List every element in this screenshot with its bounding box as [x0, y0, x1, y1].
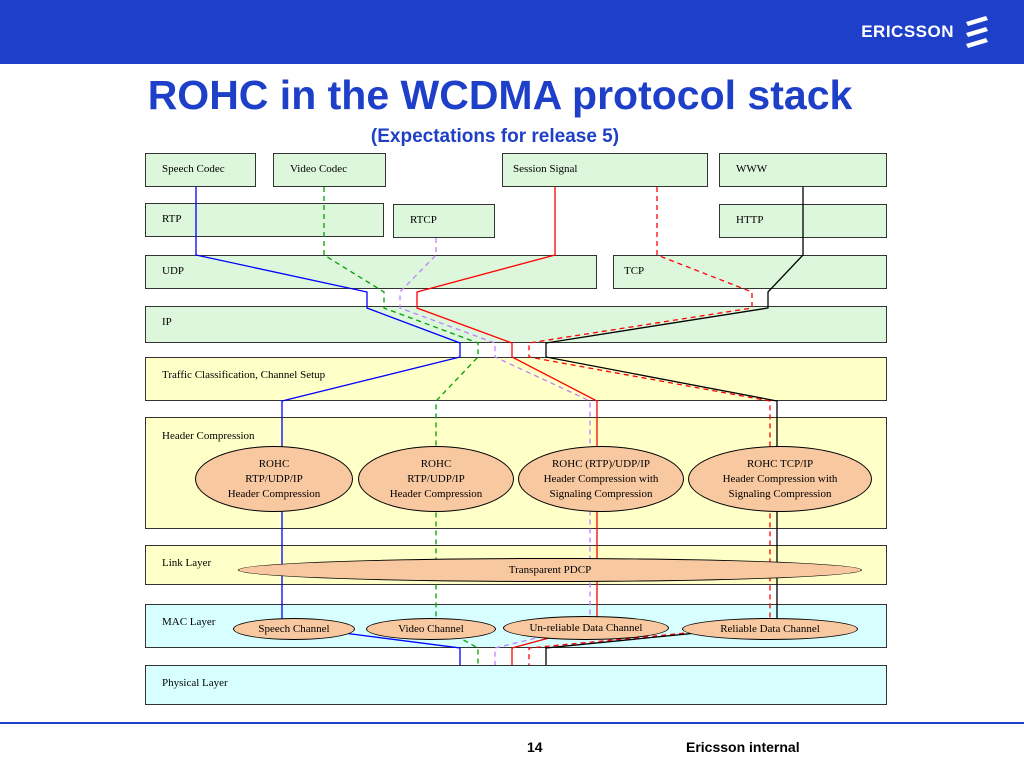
rohc-speech-line3: Header Compression [227, 487, 321, 500]
unreliable-data-channel-label: Un-reliable Data Channel [529, 621, 643, 634]
speech-channel-label: Speech Channel [258, 622, 330, 635]
tcp-label: TCP [624, 265, 645, 277]
session-signal-label: Session Signal [513, 163, 578, 175]
rohc-tcp-line1: ROHC TCP/IP [746, 457, 814, 470]
tcp-box: TCP [613, 255, 887, 289]
mac-layer-label: MAC Layer [162, 616, 216, 628]
rtp-box: RTP [145, 203, 384, 237]
link-layer-label: Link Layer [162, 557, 212, 569]
ip-label: IP [162, 316, 172, 328]
reliable-data-channel-label: Reliable Data Channel [720, 622, 820, 635]
rohc-video-oval: ROHC RTP/UDP/IP Header Compression [358, 446, 514, 512]
rtp-label: RTP [162, 213, 182, 225]
reliable-data-channel-oval: Reliable Data Channel [682, 618, 858, 640]
rohc-speech-line2: RTP/UDP/IP [245, 472, 303, 485]
speech-codec-label: Speech Codec [162, 163, 225, 175]
page-number: 14 [527, 739, 543, 755]
www-label: WWW [736, 163, 768, 175]
ip-box: IP [145, 306, 887, 343]
rohc-speech-line1: ROHC [258, 457, 290, 470]
traffic-classification-box: Traffic Classification, Channel Setup [145, 357, 887, 401]
http-box: HTTP [719, 204, 887, 238]
video-codec-label: Video Codec [290, 163, 348, 175]
rohc-signal-line1: ROHC (RTP)/UDP/IP [551, 457, 651, 470]
rohc-video-line3: Header Compression [389, 487, 483, 500]
rohc-speech-oval: ROHC RTP/UDP/IP Header Compression [195, 446, 353, 512]
video-channel-oval: Video Channel [366, 618, 496, 640]
rohc-video-line2: RTP/UDP/IP [407, 472, 465, 485]
header-bar: ERICSSON [0, 0, 1024, 64]
video-codec-box: Video Codec [273, 153, 386, 187]
rohc-signal-line2: Header Compression with [543, 472, 659, 485]
transparent-pdcp-label: Transparent PDCP [508, 563, 592, 576]
http-label: HTTP [736, 214, 764, 226]
unreliable-data-channel-oval: Un-reliable Data Channel [503, 616, 669, 640]
session-signal-box: Session Signal [502, 153, 708, 187]
udp-label: UDP [162, 265, 185, 277]
header-compression-label: Header Compression [162, 430, 255, 442]
udp-box: UDP [145, 255, 597, 289]
speech-codec-box: Speech Codec [145, 153, 256, 187]
traffic-classification-label: Traffic Classification, Channel Setup [162, 369, 326, 381]
physical-layer-box: Physical Layer [145, 665, 887, 705]
rtcp-label: RTCP [410, 214, 437, 226]
rtcp-box: RTCP [393, 204, 495, 238]
video-channel-label: Video Channel [398, 622, 464, 635]
page-subtitle: (Expectations for release 5) [370, 126, 620, 147]
www-box: WWW [719, 153, 887, 187]
footer-classification: Ericsson internal [686, 739, 800, 755]
rohc-video-line1: ROHC [420, 457, 452, 470]
rohc-signal-line3: Signaling Compression [549, 487, 653, 500]
rohc-signal-oval: ROHC (RTP)/UDP/IP Header Compression with… [518, 446, 684, 512]
footer-divider [0, 722, 1024, 724]
rohc-tcp-line2: Header Compression with [722, 472, 838, 485]
ericsson-logo-text: ERICSSON [861, 22, 954, 41]
speech-channel-oval: Speech Channel [233, 618, 355, 640]
rohc-tcp-line3: Signaling Compression [728, 487, 832, 500]
physical-layer-label: Physical Layer [162, 677, 228, 689]
ericsson-logo-icon [966, 16, 988, 48]
transparent-pdcp-oval: Transparent PDCP [238, 558, 862, 582]
page-title: ROHC in the WCDMA protocol stack [147, 72, 853, 118]
